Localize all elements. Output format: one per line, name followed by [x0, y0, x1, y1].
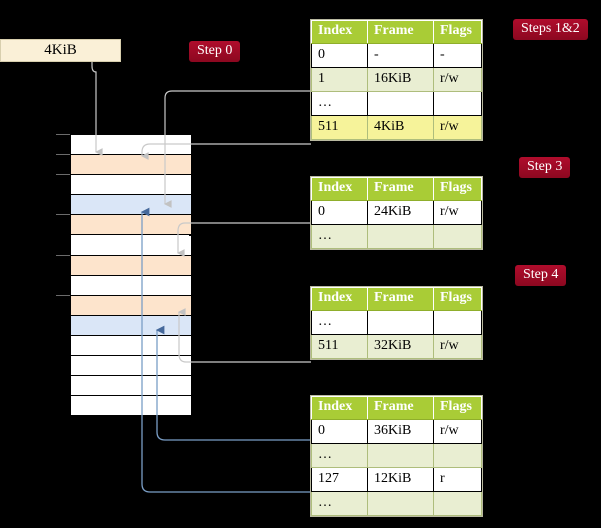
cell-index: 0	[311, 43, 368, 68]
memory-frame-cell	[71, 195, 191, 216]
col-index: Index	[311, 396, 368, 420]
memory-frame-cell	[71, 295, 191, 316]
col-frame: Frame	[367, 177, 434, 201]
cell-frame: 12KiB	[367, 467, 434, 492]
memory-frame-cell	[71, 235, 191, 256]
cell-frame	[367, 91, 434, 116]
table-row: …	[311, 224, 482, 249]
col-frame: Frame	[367, 20, 434, 44]
memory-frame-cell	[71, 155, 191, 176]
cell-index: …	[311, 491, 368, 516]
memory-tick	[56, 154, 70, 156]
cell-flags: r/w	[433, 200, 482, 225]
wire-table2-row511	[178, 308, 311, 363]
wire-table1-row0	[176, 222, 311, 257]
cell-index: …	[311, 224, 368, 249]
physical-memory-column	[70, 134, 191, 417]
memory-frame-cell	[71, 215, 191, 236]
badge-step-0: Step 0	[189, 41, 241, 63]
table-row: 0--	[311, 43, 482, 68]
memory-frame-cell	[71, 396, 191, 417]
cell-flags	[433, 443, 482, 468]
memory-frame-cell	[71, 376, 191, 397]
source-frame-box: 4KiB	[0, 39, 121, 62]
cell-flags	[433, 224, 482, 249]
cell-index: 0	[311, 200, 368, 225]
cell-flags: r/w	[433, 67, 482, 92]
cell-flags: r/w	[433, 115, 482, 140]
memory-tick	[56, 134, 70, 135]
cell-frame	[367, 443, 434, 468]
cell-frame: 36KiB	[367, 419, 434, 444]
col-index: Index	[311, 177, 368, 201]
col-flags: Flags	[433, 287, 482, 311]
cell-frame: 16KiB	[367, 67, 434, 92]
badge-step-3: Step 3	[519, 157, 571, 179]
col-flags: Flags	[433, 20, 482, 44]
memory-tick	[56, 174, 70, 176]
memory-frame-cell	[71, 315, 191, 336]
cell-flags	[433, 310, 482, 335]
cell-flags: r/w	[433, 419, 482, 444]
memory-tick	[56, 294, 70, 296]
cell-index: 511	[311, 334, 368, 359]
table-row: …	[311, 310, 482, 335]
cell-frame	[367, 310, 434, 335]
cell-flags: r	[433, 467, 482, 492]
cell-index: 127	[311, 467, 368, 492]
cell-index: …	[311, 443, 368, 468]
cell-frame	[367, 224, 434, 249]
memory-frame-cell	[71, 255, 191, 276]
table-row: …	[311, 443, 482, 468]
col-frame: Frame	[367, 287, 434, 311]
col-index: Index	[311, 287, 368, 311]
cell-flags: r/w	[433, 334, 482, 359]
badge-steps-1-2: Steps 1&2	[513, 19, 588, 41]
cell-index: …	[311, 91, 368, 116]
table-row: …	[311, 91, 482, 116]
cell-frame: 24KiB	[367, 200, 434, 225]
memory-tick	[56, 254, 70, 256]
cell-index: 511	[311, 115, 368, 140]
table-row: …	[311, 491, 482, 516]
memory-frame-cell	[71, 135, 191, 156]
col-flags: Flags	[433, 177, 482, 201]
cell-frame: -	[367, 43, 434, 68]
cell-index: …	[311, 310, 368, 335]
col-index: Index	[311, 20, 368, 44]
memory-frame-cell	[71, 356, 191, 377]
cell-index: 0	[311, 419, 368, 444]
memory-frame-cell	[71, 336, 191, 357]
cell-flags	[433, 491, 482, 516]
cell-frame: 4KiB	[367, 115, 434, 140]
badge-step-4: Step 4	[515, 265, 567, 287]
cell-index: 1	[311, 67, 368, 92]
col-frame: Frame	[367, 396, 434, 420]
cell-flags	[433, 91, 482, 116]
col-flags: Flags	[433, 396, 482, 420]
cell-flags: -	[433, 43, 482, 68]
cell-frame: 32KiB	[367, 334, 434, 359]
memory-frame-cell	[71, 275, 191, 296]
memory-frame-cell	[71, 175, 191, 196]
memory-tick	[56, 214, 70, 216]
cell-frame	[367, 491, 434, 516]
